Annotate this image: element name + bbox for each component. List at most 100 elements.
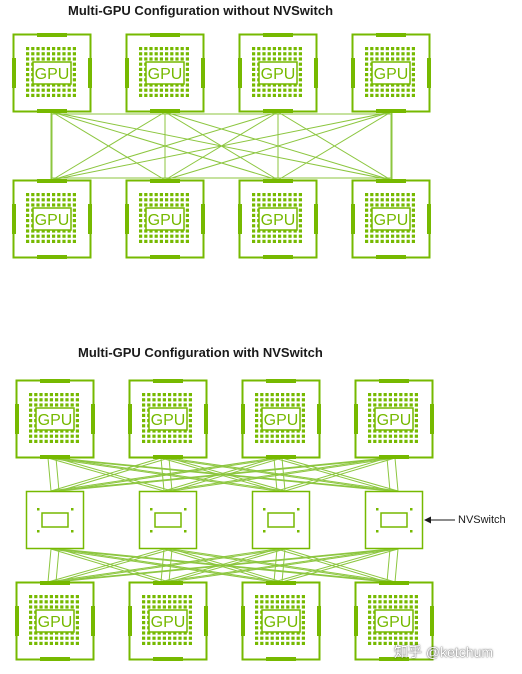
gpu-die-dot [365,193,369,197]
gpu-die-dot [298,52,302,56]
gpu-die-dot [168,595,172,599]
gpu-die-dot [147,631,151,635]
gpu-die-dot [286,429,290,433]
gpu-die-dot [385,234,389,238]
gpu-die-dot [288,203,292,207]
gpu-die-dot [34,641,38,645]
gpu-die-dot [288,57,292,61]
gpu-die-dot [34,605,38,609]
gpu-die-dot [26,78,30,82]
gpu-die-dot [368,393,372,397]
nvswitch-pin [410,530,413,533]
gpu-die-dot [144,203,148,207]
gpu-die-dot [75,621,79,625]
gpu-die-dot [41,203,45,207]
gpu-die-dot [188,621,192,625]
gpu-die-dot [296,605,300,609]
gpu-die-dot [272,203,276,207]
gpu-connector-bottom [37,109,67,113]
gpu-die-dot [252,224,256,228]
gpu-die-dot [301,393,305,397]
gpu-label: GPU [35,212,70,229]
gpu-die-dot [281,403,285,407]
gpu-die-dot [185,93,189,97]
gpu-die-dot [255,424,259,428]
gpu-label: GPU [377,614,412,631]
gpu-die-dot [286,439,290,443]
gpu-die-dot [368,413,372,417]
gpu-die-dot [252,203,256,207]
gpu-die-dot [252,193,256,197]
gpu-die-dot [399,439,403,443]
gpu-die-dot [55,636,59,640]
gpu-die-dot [55,605,59,609]
gpu-die-dot [298,73,302,77]
gpu-die-dot [60,393,64,397]
gpu-die-dot [388,631,392,635]
gpu-die-dot [396,239,400,243]
gpu-die-dot [49,403,53,407]
gpu-die-dot [165,93,169,97]
gpu-die-dot [401,229,405,233]
gpu-die-dot [41,193,45,197]
gpu-switch-link-top [386,457,391,492]
gpu-die-dot [165,229,169,233]
gpu-die-dot [75,439,79,443]
gpu-die-dot [385,57,389,61]
gpu-die-dot [162,595,166,599]
gpu-die-dot [139,57,143,61]
gpu-die-dot [36,93,40,97]
gpu-die-dot [185,57,189,61]
gpu-connector-bottom [379,455,409,459]
gpu-die-dot [142,626,146,630]
gpu-die-dot [46,198,50,202]
gpu-die-dot [49,434,53,438]
gpu-label: GPU [264,614,299,631]
gpu-die-dot [385,88,389,92]
gpu-die-dot [34,393,38,397]
gpu-die-dot [388,398,392,402]
gpu-die-dot [368,439,372,443]
gpu-die-dot [60,434,64,438]
gpu-die-dot [26,67,30,71]
gpu-die-dot [72,57,76,61]
gpu-die-dot [375,203,379,207]
links-layer [47,111,399,583]
gpu-die-dot [404,641,408,645]
gpu-die-dot [378,403,382,407]
gpu-die-dot [365,219,369,223]
mesh-link [51,111,392,181]
gpu-die-dot [365,78,369,82]
gpu-die-dot [162,398,166,402]
gpu-label-box [258,61,298,85]
gpu-die-dot [378,600,382,604]
gpu-die-dot [255,413,259,417]
gpu-die-dot [180,198,184,202]
gpu-die-dot [411,93,415,97]
gpu-die-dot [26,57,30,61]
gpu-die-dot [283,47,287,51]
gpu-die-dot [270,631,274,635]
gpu-die-dot [72,234,76,238]
gpu-die-dot [60,636,64,640]
gpu-die-dot [41,88,45,92]
gpu-die-dot [180,203,184,207]
gpu-die-dot [31,88,35,92]
gpu-connector-left [241,606,245,636]
gpu-die-dot [26,229,30,233]
gpu-connector-top [153,379,183,383]
gpu-die-dot [375,93,379,97]
gpu-die-dot [188,403,192,407]
gpu-die-dot [275,631,279,635]
gpu-die-dot [401,198,405,202]
gpu-die-dot [380,239,384,243]
gpu-die-dot [34,595,38,599]
gpu-die-dot [414,408,418,412]
gpu-die-dot [178,631,182,635]
gpu-switch-link-top [58,457,170,492]
gpu-die-dot [75,408,79,412]
gpu-die-dot [411,234,415,238]
gpu-die-dot [252,67,256,71]
gpu-die-dot [173,636,177,640]
